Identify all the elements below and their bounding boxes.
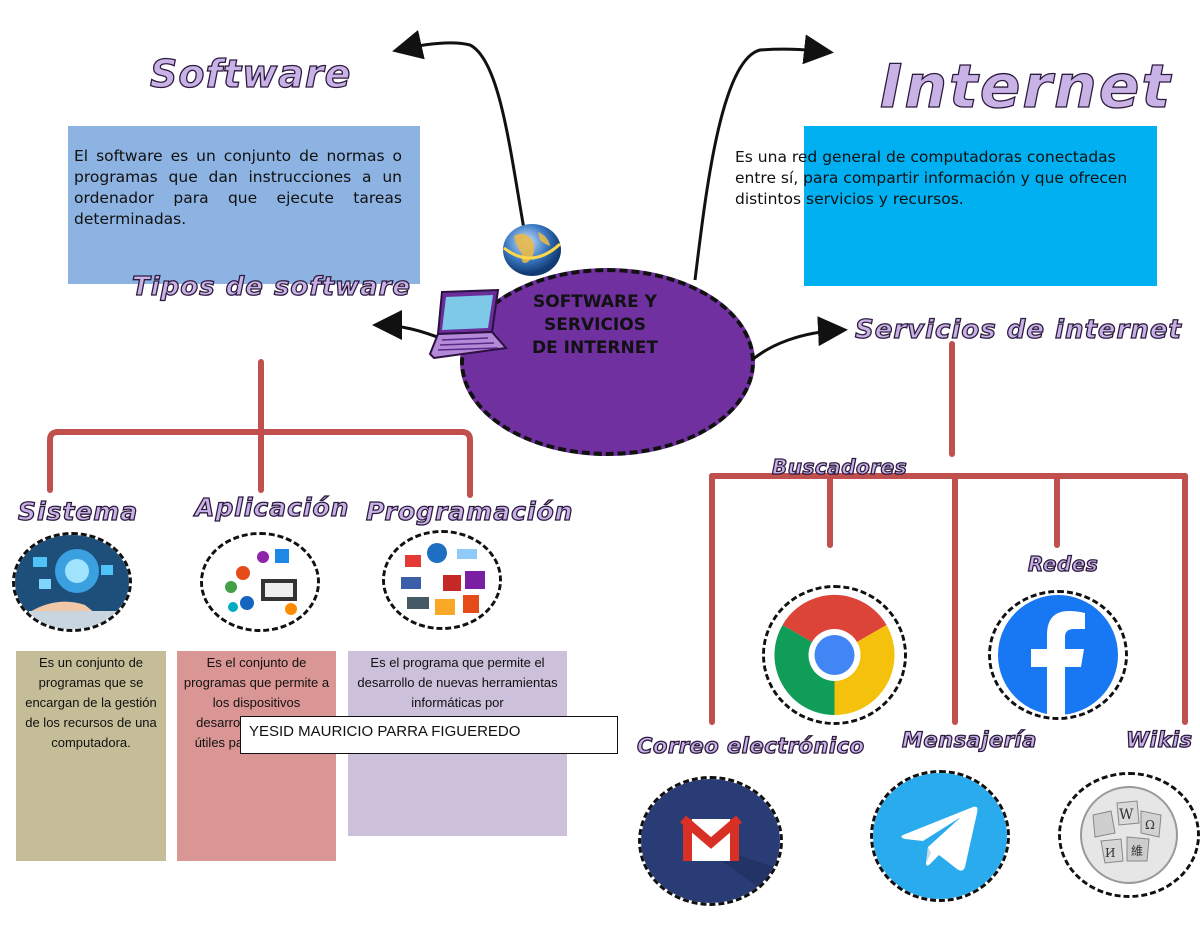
gmail-image [638,776,783,906]
svg-text:W: W [1119,807,1134,823]
sistema-description: Es un conjunto de programas que se encar… [25,655,157,750]
arrow-to-services [751,316,848,362]
sistema-icon [15,535,129,629]
type-aplicacion-title: Aplicación [194,492,350,522]
wikipedia-image: W Ω И 維 [1058,772,1200,898]
globe-icon [503,224,562,276]
sistema-image [12,532,132,632]
gmail-icon [641,779,780,903]
center-label-line1: SOFTWARE Y [533,292,657,312]
chrome-image [762,585,907,725]
service-wikis-title: Wikis [1125,727,1193,752]
service-search-title: Buscadores [771,454,908,479]
svg-text:И: И [1105,846,1115,860]
internet-title: Internet [879,51,1173,122]
programacion-image [382,530,502,630]
service-networks-title: Redes [1027,551,1099,576]
aplicacion-image [200,532,320,632]
programacion-icon [385,533,499,627]
telegram-icon [873,773,1007,899]
aplicacion-icon [203,535,317,629]
svg-text:維: 維 [1131,844,1143,858]
software-title: Software [149,51,352,96]
arrow-to-internet [693,34,834,281]
facebook-image [988,590,1128,720]
software-description: El software es un conjunto de normas o p… [74,147,402,228]
telegram-image [870,770,1010,902]
laptop-icon [428,288,508,360]
service-messaging-title: Mensajería [901,727,1037,752]
arrow-to-software [392,30,527,236]
type-sistema-title: Sistema [17,496,139,526]
software-description-box: El software es un conjunto de normas o p… [68,126,420,284]
center-label: SOFTWARE Y SERVICIOS DE INTERNET [500,291,690,360]
facebook-icon [991,593,1125,717]
types-title: Tipos de software [131,271,412,302]
svg-text:Ω: Ω [1145,818,1155,832]
sistema-description-box: Es un conjunto de programas que se encar… [16,651,166,861]
author-name: YESID MAURICIO PARRA FIGUEREDO [240,716,618,754]
chrome-icon [765,588,904,722]
center-label-line3: DE INTERNET [532,338,658,358]
type-programacion-title: Programación [365,496,574,526]
internet-description-box [804,126,1157,286]
internet-description: Es una red general de computadoras conec… [735,148,1128,208]
wikipedia-icon: W Ω И 維 [1061,775,1197,895]
center-ellipse [460,268,755,456]
center-label-line2: SERVICIOS [544,315,646,335]
service-email-title: Correo electrónico [636,733,865,758]
programacion-description: Es el programa que permite el desarrollo… [357,655,558,710]
aplicacion-description-box: Es el conjunto de programas que permite … [177,651,336,861]
services-title: Servicios de internet [854,314,1182,345]
